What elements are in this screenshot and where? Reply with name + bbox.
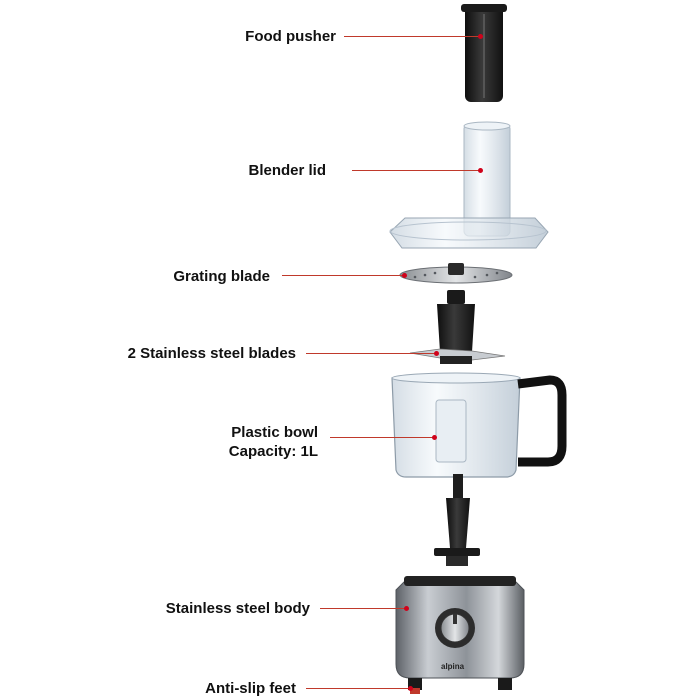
label-steel-blades: 2 Stainless steel blades — [127, 345, 296, 362]
blender-lid-part — [389, 121, 549, 249]
food-pusher-part — [461, 4, 507, 102]
leader-steel-body — [320, 608, 406, 609]
label-blender-lid: Blender lid — [248, 162, 326, 179]
plastic-bowl-part — [391, 372, 567, 478]
brand-logo: alpina — [441, 662, 465, 671]
leader-dot-food-pusher — [478, 34, 483, 39]
leader-dot-steel-blades — [434, 351, 439, 356]
motor-base-part: alpina — [395, 576, 525, 694]
label-food-pusher: Food pusher — [245, 28, 336, 45]
leader-plastic-bowl — [330, 437, 434, 438]
leader-blender-lid — [352, 170, 480, 171]
drive-shaft-part — [434, 474, 480, 566]
leader-anti-slip-feet — [306, 688, 410, 689]
leader-grating-blade — [282, 275, 404, 276]
grating-blade-part — [399, 263, 513, 284]
label-anti-slip-feet: Anti-slip feet — [205, 680, 296, 697]
leader-steel-blades — [306, 353, 436, 354]
leader-dot-anti-slip-feet — [408, 686, 413, 691]
leader-dot-blender-lid — [478, 168, 483, 173]
leader-dot-steel-body — [404, 606, 409, 611]
label-plastic-bowl: Plastic bowl — [231, 424, 318, 441]
blade-assembly-part — [409, 290, 506, 364]
leader-dot-grating-blade — [402, 273, 407, 278]
label-grating-blade: Grating blade — [173, 268, 270, 285]
label-bowl-capacity: Capacity: 1L — [228, 443, 318, 460]
label-steel-body: Stainless steel body — [165, 600, 310, 617]
leader-dot-plastic-bowl — [432, 435, 437, 440]
leader-food-pusher — [344, 36, 480, 37]
